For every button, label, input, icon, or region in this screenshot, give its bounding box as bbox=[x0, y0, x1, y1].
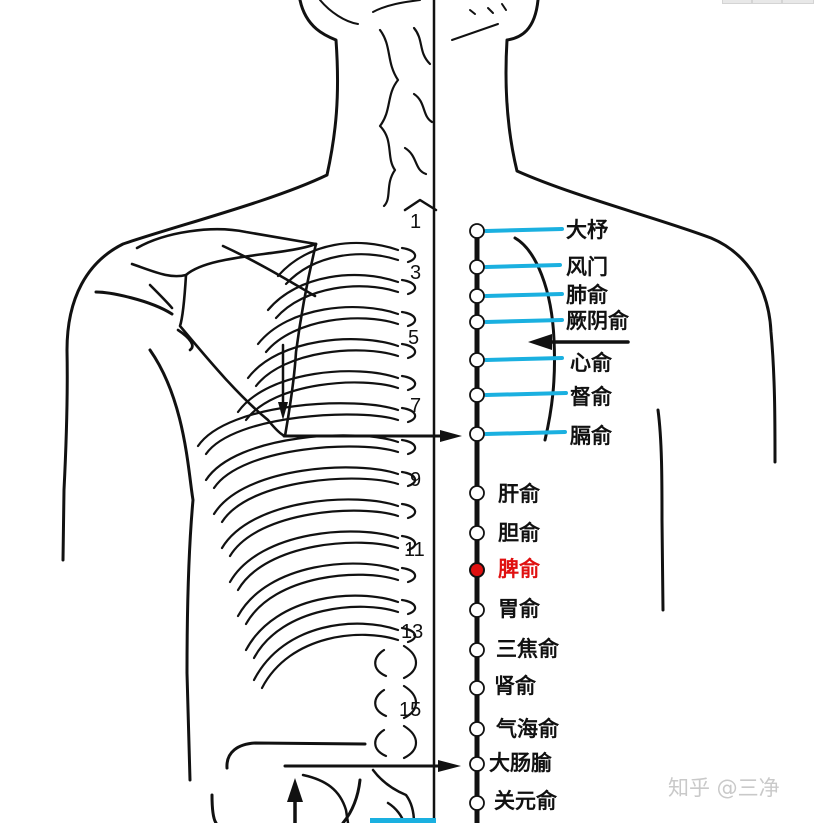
rib-line bbox=[254, 607, 398, 658]
acupoint-marker bbox=[470, 353, 484, 367]
acupoint-label: 肝俞 bbox=[498, 484, 540, 505]
connector-line bbox=[486, 229, 562, 231]
rib-line bbox=[266, 318, 398, 352]
acupoint-marker bbox=[470, 796, 484, 810]
vertebra-process bbox=[402, 248, 415, 262]
acupoint-marker bbox=[470, 757, 484, 771]
rib-line bbox=[222, 499, 398, 548]
acupoint-marker bbox=[470, 427, 484, 441]
rib-cage bbox=[198, 243, 416, 758]
scapula-level-arrow-head bbox=[440, 430, 462, 442]
vertebra-number: 15 bbox=[399, 700, 421, 720]
vertebra-number: 7 bbox=[410, 396, 421, 416]
vertebra-number: 13 bbox=[401, 622, 423, 642]
spine-notch bbox=[405, 200, 436, 210]
rib-line bbox=[206, 435, 398, 480]
acupoint-label: 大杼 bbox=[566, 220, 608, 241]
acupoint-marker bbox=[470, 388, 484, 402]
heart-pointer-arrow-head bbox=[528, 334, 552, 350]
vertebra-process bbox=[402, 312, 415, 326]
lumbar-vertebra bbox=[375, 726, 416, 758]
vertebra-number: 11 bbox=[404, 540, 425, 560]
bottom-cyan-mark bbox=[370, 818, 436, 823]
watermark: 知乎 @三净 bbox=[668, 778, 780, 799]
acupoint-label: 肾俞 bbox=[494, 676, 536, 697]
acupoint-marker bbox=[470, 722, 484, 736]
right-scapula bbox=[132, 229, 316, 436]
rib-line bbox=[258, 307, 398, 344]
iliac-crest-arrow-head bbox=[438, 760, 461, 772]
acupoint-label: 膈俞 bbox=[570, 426, 612, 447]
acupoint-label: 厥阴俞 bbox=[566, 311, 629, 332]
rib-line bbox=[246, 596, 398, 650]
acupoint-label: 风门 bbox=[566, 257, 608, 278]
acupoint-label: 脾俞 bbox=[498, 559, 540, 580]
acupoint-marker bbox=[470, 526, 484, 540]
acupoint-marker bbox=[470, 315, 484, 329]
lumbar-vertebra bbox=[375, 646, 416, 678]
acupoint-marker bbox=[470, 289, 484, 303]
vertebra-process bbox=[402, 600, 415, 614]
rib-line bbox=[214, 467, 398, 514]
connector-line bbox=[486, 393, 566, 395]
acupoint-marker bbox=[470, 603, 484, 617]
acupoint-marker bbox=[470, 643, 484, 657]
vertebra-process bbox=[402, 568, 415, 582]
scapula-down-arrow-head bbox=[278, 402, 288, 420]
acupoint-marker bbox=[470, 563, 484, 577]
acupoint-label: 胆俞 bbox=[498, 523, 540, 544]
acupoint-label: 督俞 bbox=[570, 387, 612, 408]
acupoint-label: 胃俞 bbox=[498, 599, 540, 620]
hip-up-arrow-head bbox=[287, 778, 303, 802]
acupoint-marker bbox=[470, 224, 484, 238]
vertebra-process bbox=[402, 376, 415, 390]
vertebra-number: 9 bbox=[410, 470, 421, 490]
neck-details bbox=[320, 0, 506, 40]
connector-line bbox=[486, 358, 562, 360]
acupoint-label: 三焦俞 bbox=[496, 639, 559, 660]
connector-line bbox=[486, 320, 562, 322]
acupoint-label: 肺俞 bbox=[566, 285, 608, 306]
connector-line bbox=[486, 432, 565, 434]
acupoint-label: 大肠腧 bbox=[489, 753, 552, 774]
pelvis bbox=[303, 770, 414, 823]
connector-line bbox=[486, 265, 560, 267]
vertebra-number: 1 bbox=[410, 212, 421, 232]
acupoint-label: 关元俞 bbox=[494, 791, 557, 812]
acupoint-marker bbox=[470, 260, 484, 274]
acupoint-label: 心俞 bbox=[570, 353, 612, 374]
rib-line bbox=[262, 635, 398, 688]
vertebra-number: 3 bbox=[410, 263, 421, 283]
cervical-spine bbox=[380, 28, 432, 206]
rib-line bbox=[276, 286, 398, 318]
connector-line bbox=[486, 294, 562, 296]
acupoint-label: 气海俞 bbox=[496, 719, 559, 740]
rib-line bbox=[286, 254, 398, 284]
vertebra-process bbox=[402, 440, 415, 454]
vertebra-process bbox=[402, 504, 415, 518]
acupoint-marker bbox=[470, 486, 484, 500]
vertebra-number: 5 bbox=[408, 328, 419, 348]
acupoint-marker bbox=[470, 681, 484, 695]
